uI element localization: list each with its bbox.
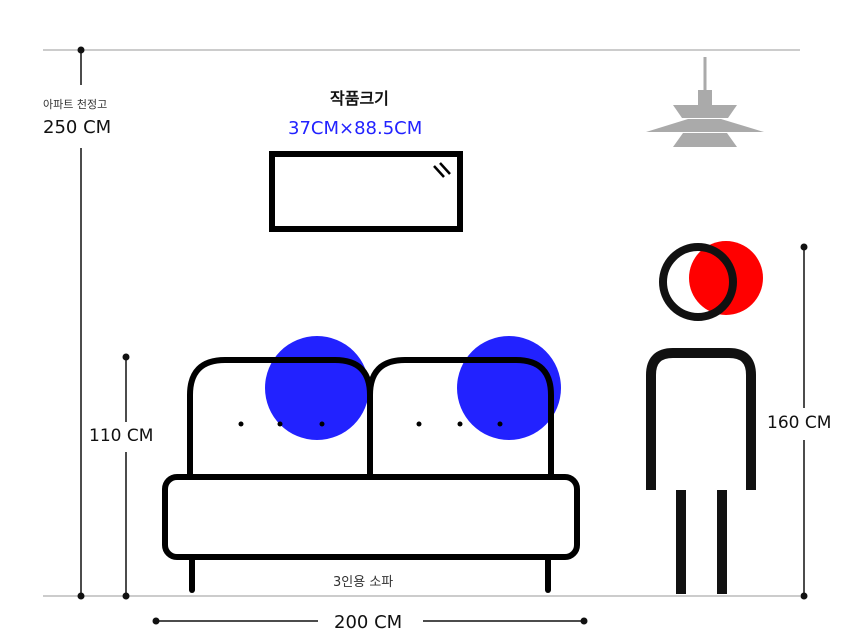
person-height-dimension <box>800 243 808 600</box>
sofa-icon <box>162 357 580 593</box>
sofa-width-dimension <box>152 617 588 625</box>
red-accent-circle <box>689 241 763 315</box>
ceiling-height-value: 250 CM <box>43 117 112 138</box>
sofa-width-value: 200 CM <box>334 612 403 633</box>
ceiling-dimension <box>77 46 85 600</box>
sofa-height-value: 110 CM <box>89 426 154 446</box>
sofa-label: 3인용 소파 <box>333 575 394 590</box>
artwork-size: 37CM×88.5CM <box>288 118 423 139</box>
person-body-icon <box>646 348 756 594</box>
artwork-frame <box>269 151 463 232</box>
person-height-value: 160 CM <box>767 413 832 433</box>
sofa-button-dots <box>238 421 503 427</box>
person-head-icon <box>659 243 737 321</box>
ceiling-label: 아파트 천정고 <box>43 98 108 111</box>
sofa-height-dimension <box>122 353 130 600</box>
artwork-title: 작품크기 <box>330 89 389 108</box>
blue-accent-circle <box>457 336 561 440</box>
pendant-lamp-icon <box>646 57 764 147</box>
